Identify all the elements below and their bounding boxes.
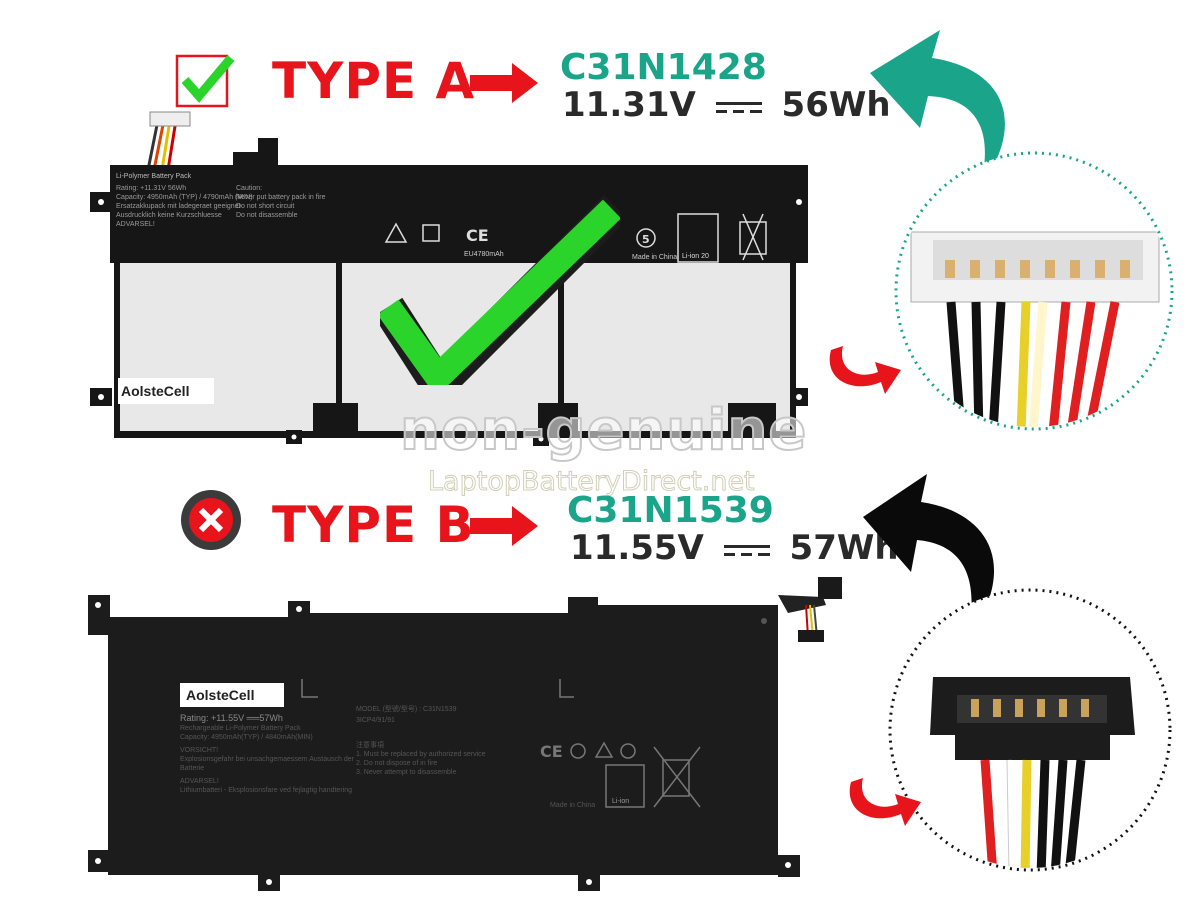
battery-b-sub-line: ADVARSEL! <box>180 778 219 785</box>
battery-a-mid-line: Caution: <box>236 185 263 192</box>
battery-b-rating: Rating: +11.55V ══57Wh <box>180 713 283 723</box>
battery-a-label-line: Ausdrucklich keine Kurzschluesse <box>116 212 222 219</box>
battery-b-brand: AolsteCell <box>186 687 255 703</box>
battery-a-mid-line: Do not short circuit <box>236 203 295 210</box>
watermark-site: LaptopBatteryDirect.net <box>428 466 756 498</box>
battery-a-label-line: ADVARSEL! <box>116 221 155 228</box>
svg-text:CE: CE <box>466 226 489 245</box>
svg-text:CE: CE <box>540 742 563 761</box>
type-b-model: C31N1539 <box>567 490 774 531</box>
battery-b-notice-block: 注意事項 1. Must be replaced by authorized s… <box>356 741 526 777</box>
type-b-battery: CE AolsteCell Rating: +11.55V ══57Wh Rec… <box>88 575 848 895</box>
battery-a-mid-line: Never put battery pack in fire <box>236 194 326 201</box>
battery-b-recycle-label: Li-ion <box>612 798 630 805</box>
battery-b-sub-line: Explosionsgefahr bei unsachgemaessem Aus… <box>180 756 354 772</box>
red-cross-icon <box>181 490 241 550</box>
type-a-connector-zoom <box>893 150 1175 432</box>
type-b-voltage: 11.55V <box>570 528 704 568</box>
battery-b-sub-line: Capacity: 4950mAh(TYP) / 4840mAh(MIN) <box>180 734 313 741</box>
type-a-label: TYPE A <box>272 52 476 110</box>
battery-a-brand: AolsteCell <box>121 383 190 399</box>
battery-b-notice-line: 注意事項 <box>356 742 384 749</box>
battery-b-sub-line: Lithiumbatteri - Eksplosionsfare ved fej… <box>180 787 352 794</box>
battery-a-recycle-label: Li-ion 20 <box>682 253 709 260</box>
battery-b-sub-line: VORSICHT! <box>180 747 219 754</box>
battery-a-eu-code: EU4780mAh <box>464 251 504 258</box>
type-b-cross-badge <box>179 488 243 556</box>
type-b-connector-zoom <box>885 585 1175 875</box>
battery-a-label-line: Capacity: 4950mAh (TYP) / 4790mAh (MIN) <box>116 194 253 201</box>
battery-a-mid-block: Caution: Never put battery pack in fire … <box>236 184 336 220</box>
battery-b-notice-line: 1. Must be replaced by authorized servic… <box>356 751 486 758</box>
battery-b-notice-line: 2. Do not dispose of in fire <box>356 760 438 767</box>
dc-symbol-icon <box>715 101 762 113</box>
battery-b-made-in: Made in China <box>550 802 596 809</box>
black-curved-arrow-icon <box>855 472 1035 646</box>
battery-a-mid-line: Do not disassemble <box>236 212 298 219</box>
battery-a-label-line: Rating: +11.31V 56Wh <box>116 185 187 192</box>
battery-a-label-title: Li-Polymer Battery Pack <box>116 173 192 180</box>
svg-text:5: 5 <box>642 233 650 246</box>
green-checkmark-icon <box>175 54 235 108</box>
type-a-arrow-icon <box>470 63 540 107</box>
battery-b-sub-line: Rechargeable Li-Polymer Battery Pack <box>180 725 301 732</box>
type-b-label: TYPE B <box>272 496 475 554</box>
battery-b-cell-code: 3ICP4/91/91 <box>356 717 395 724</box>
type-a-check-box <box>175 52 235 108</box>
large-green-checkmark-icon <box>373 194 629 412</box>
teal-curved-arrow-icon <box>860 28 1050 202</box>
type-b-arrow-icon <box>470 506 540 550</box>
watermark-non-genuine: non-genuine <box>399 397 808 464</box>
battery-a-label-line: Ersatzakkupack mit ladegeraet geeignet <box>116 203 241 210</box>
type-b-spec: 11.55V 57Wh <box>570 531 899 565</box>
dc-symbol-icon <box>723 544 770 556</box>
type-a-voltage: 11.31V <box>562 85 696 125</box>
type-a-capacity: 56Wh <box>781 85 891 125</box>
battery-a-made-in: Made in China <box>632 254 678 261</box>
type-a-model: C31N1428 <box>560 47 767 88</box>
battery-b-notice-line: 3. Never attempt to disassemble <box>356 769 457 776</box>
battery-b-label-block: Rating: +11.55V ══57Wh Rechargeable Li-P… <box>180 713 370 795</box>
battery-b-model-line: MODEL (型號/型号) : C31N1539 <box>356 706 457 713</box>
battery-a-label-block: Rating: +11.31V 56Wh Capacity: 4950mAh (… <box>116 184 296 229</box>
type-a-spec: 11.31V 56Wh <box>562 88 891 122</box>
red-curved-arrow-icon <box>843 772 923 836</box>
red-curved-arrow-icon <box>823 340 903 404</box>
battery-b-body: CE <box>88 577 842 891</box>
